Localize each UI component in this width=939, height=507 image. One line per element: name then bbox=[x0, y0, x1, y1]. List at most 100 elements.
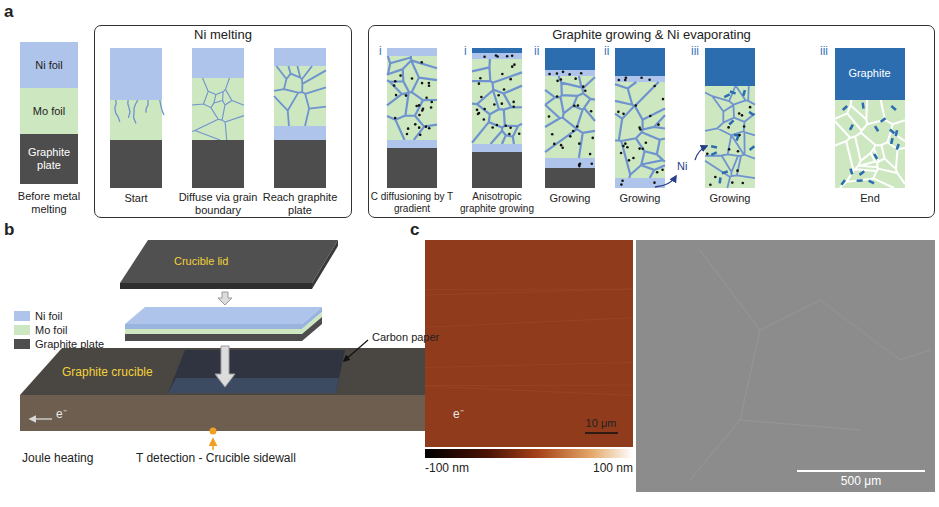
foil-layer: Mo foil bbox=[20, 88, 78, 134]
carbon-dot bbox=[480, 96, 483, 99]
carbon-dot bbox=[556, 95, 559, 98]
process-frame bbox=[274, 48, 326, 188]
carbon-dot bbox=[621, 179, 624, 182]
layer-band bbox=[705, 86, 755, 188]
graphite-flake bbox=[891, 105, 897, 111]
ni-foil-edge bbox=[125, 307, 322, 329]
crack-line bbox=[160, 100, 164, 115]
evaporation-arrow bbox=[655, 176, 676, 187]
legend-text: Graphite plate bbox=[35, 338, 104, 351]
carbon-dot bbox=[548, 115, 551, 118]
layer-band bbox=[472, 59, 522, 144]
stage-caption: Diffuse via grain boundary bbox=[178, 191, 258, 216]
note-label: T detection - Crucible sidewall bbox=[136, 452, 296, 466]
carbon-dot bbox=[501, 102, 504, 105]
carbon-dot bbox=[576, 125, 579, 128]
carbon-dot bbox=[662, 98, 665, 101]
carbon-dot bbox=[617, 111, 620, 114]
carbon-dot bbox=[428, 127, 431, 130]
carbon-dot bbox=[503, 88, 506, 91]
carbon-dot bbox=[578, 164, 581, 167]
graphite-flake bbox=[735, 135, 739, 142]
crack-line bbox=[115, 100, 120, 122]
graphite-flake bbox=[742, 90, 746, 96]
step-number: iii bbox=[820, 45, 828, 59]
crack-line bbox=[128, 100, 130, 118]
carbon-dot bbox=[418, 114, 421, 117]
carbon-dot bbox=[653, 85, 656, 88]
assembly-arrow bbox=[218, 292, 232, 305]
carbon-dot bbox=[393, 84, 396, 87]
graphite-flake bbox=[749, 145, 755, 151]
carbon-dot bbox=[589, 153, 592, 156]
scale-bar bbox=[585, 432, 618, 434]
graphite-flake bbox=[861, 102, 864, 108]
graphite-flake bbox=[895, 144, 899, 151]
colorbar-label: -100 nm bbox=[425, 462, 469, 476]
panel-title: Ni melting bbox=[95, 28, 351, 43]
carbon-dot bbox=[430, 106, 433, 109]
carbon-dot bbox=[653, 181, 656, 184]
layer-band bbox=[192, 78, 244, 140]
carbon-dot bbox=[574, 77, 577, 80]
graphite-flake bbox=[894, 130, 898, 136]
legend-text: Ni foil bbox=[35, 310, 63, 323]
layer-band bbox=[472, 152, 522, 188]
carbon-dot bbox=[561, 146, 564, 149]
carbon-dot bbox=[430, 101, 433, 104]
graphite-flake bbox=[840, 179, 846, 185]
foil-layer: Ni foil bbox=[20, 42, 78, 88]
plate-layer: Graphite plate bbox=[20, 134, 78, 184]
layer-band bbox=[545, 168, 595, 188]
carbon-dot bbox=[645, 141, 648, 144]
graphite-flake bbox=[890, 138, 894, 144]
process-frame bbox=[110, 48, 164, 188]
carbon-dot bbox=[420, 61, 423, 64]
layer-band bbox=[387, 56, 437, 140]
layer-band bbox=[274, 48, 326, 66]
carbon-dot bbox=[641, 147, 644, 150]
layer-band bbox=[472, 53, 522, 59]
carbon-dot bbox=[513, 63, 516, 66]
carbon-dot bbox=[406, 133, 409, 136]
grain-boundary bbox=[820, 300, 930, 360]
carbon-dot bbox=[512, 105, 515, 108]
element-label: Ni bbox=[677, 160, 687, 173]
grain-boundary bbox=[192, 78, 244, 140]
stage-panel: Ni melting bbox=[94, 25, 352, 218]
carbon-dot bbox=[428, 84, 431, 87]
layer-band bbox=[387, 148, 437, 188]
carbon-dot bbox=[573, 104, 576, 107]
node-label: Graphite bbox=[848, 67, 890, 80]
carbon-dot bbox=[395, 94, 398, 97]
process-frame bbox=[472, 48, 522, 188]
carbon-dot bbox=[620, 152, 623, 155]
evaporation-arrow bbox=[695, 146, 707, 160]
layer-band bbox=[615, 76, 665, 82]
legend-swatch bbox=[14, 311, 30, 321]
carbon-dot bbox=[568, 73, 571, 76]
grain-boundary bbox=[740, 420, 860, 430]
mo-foil-edge bbox=[125, 312, 322, 334]
carbon-dot bbox=[425, 96, 428, 99]
graphite-flake bbox=[748, 111, 754, 117]
carbon-dot bbox=[418, 104, 421, 107]
note-label: Joule heating bbox=[22, 452, 93, 466]
carbon-dot bbox=[640, 76, 643, 79]
carbon-dot bbox=[736, 169, 739, 172]
sensor-dot bbox=[210, 428, 217, 435]
layer-band bbox=[835, 100, 905, 188]
carbon-dot bbox=[421, 109, 424, 112]
process-frame bbox=[387, 48, 437, 188]
panel-title: Graphite growing & Ni evaporating bbox=[369, 28, 934, 43]
carbon-dot bbox=[731, 181, 734, 184]
carbon-dot bbox=[578, 142, 581, 145]
layer-band bbox=[545, 76, 595, 158]
carbon-dot bbox=[411, 77, 414, 80]
carbon-dot bbox=[518, 132, 521, 135]
graphite-flake bbox=[724, 93, 731, 98]
carbon-dot bbox=[479, 77, 482, 80]
carbon-dot bbox=[553, 143, 556, 146]
